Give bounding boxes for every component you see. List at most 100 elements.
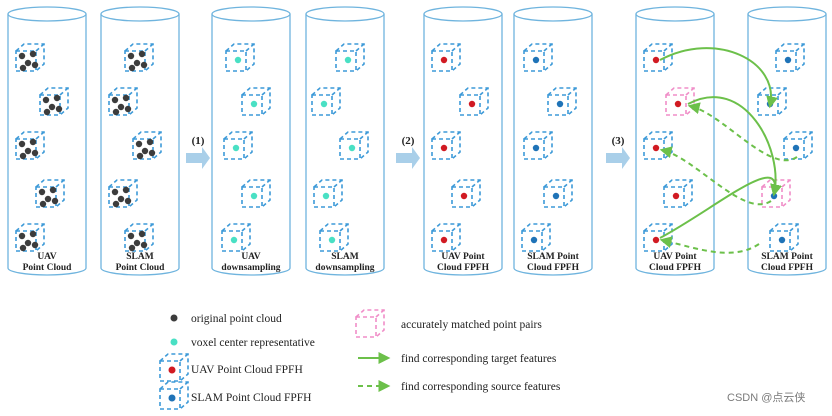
uav-point <box>652 144 660 152</box>
cylinder-body <box>747 14 827 276</box>
legend-target-features: find corresponding target features <box>358 352 557 365</box>
slam-point <box>532 144 540 152</box>
slam-point <box>784 56 792 64</box>
raw-point <box>39 200 47 208</box>
cylinder-label-line2: Point Cloud <box>23 263 73 273</box>
step-label: (1) <box>192 135 205 147</box>
cylinder-label-line1: UAV <box>241 252 260 262</box>
legend-matched-pairs: accurately matched point pairs <box>355 309 542 338</box>
raw-point <box>42 96 50 104</box>
cylinder-label-line1: SLAM <box>331 252 358 262</box>
uav-point <box>440 144 448 152</box>
raw-point <box>53 94 61 102</box>
uav-point-icon <box>168 366 176 374</box>
voxel-cube <box>124 43 154 72</box>
raw-point <box>117 195 125 203</box>
raw-point <box>127 52 135 60</box>
cylinder-label-line2: Cloud FPFH <box>527 263 580 273</box>
raw-point <box>31 241 39 249</box>
voxel-cube <box>665 87 695 116</box>
raw-point <box>112 108 120 116</box>
raw-point <box>133 59 141 67</box>
cylinder-body <box>211 14 291 276</box>
voxel-cube <box>643 131 673 160</box>
voxel-cube <box>335 43 365 72</box>
voxel-cube <box>241 179 271 208</box>
voxel-cube <box>663 179 693 208</box>
cylinder-label-line2: Cloud FPFH <box>437 263 490 273</box>
legend-voxel-label: voxel center representative <box>191 337 315 349</box>
legend-uav-label: UAV Point Cloud FPFH <box>191 364 303 376</box>
raw-point <box>140 241 148 249</box>
voxel-cube <box>431 43 461 72</box>
voxel-cube <box>459 87 489 116</box>
cylinder-label-line2: Cloud FPFH <box>761 263 814 273</box>
raw-point <box>146 138 154 146</box>
voxel-cube <box>35 179 65 208</box>
voxel-point <box>322 192 330 200</box>
raw-point <box>112 200 120 208</box>
step-arrow: (3) <box>606 135 630 169</box>
right-arrow-icon <box>606 147 630 169</box>
raw-point <box>18 140 26 148</box>
raw-point <box>44 195 52 203</box>
uav-point <box>652 56 660 64</box>
slam-point <box>556 100 564 108</box>
steps-layer: (1) (2) (3) <box>186 135 630 169</box>
legend-matched-label: accurately matched point pairs <box>401 319 542 331</box>
raw-point <box>128 244 136 252</box>
legend-source-label: find corresponding source features <box>401 381 561 393</box>
cylinder-body <box>513 14 593 276</box>
cylinder-label-line1: SLAM <box>126 252 153 262</box>
uav-point <box>674 100 682 108</box>
raw-point <box>19 244 27 252</box>
voxel-cube <box>15 131 45 160</box>
legend-slam-fpfh: SLAM Point Cloud FPFH <box>159 381 311 410</box>
raw-point <box>141 147 149 155</box>
uav-point <box>468 100 476 108</box>
cylinder-label-line1: UAV Point <box>653 252 697 262</box>
source-feature-arrow <box>659 146 772 206</box>
voxel-cube <box>124 223 154 252</box>
raw-point <box>19 152 27 160</box>
slam-point-icon <box>168 394 176 402</box>
legend-target-label: find corresponding target features <box>401 353 557 365</box>
voxel-point <box>344 56 352 64</box>
cylinder-label-line1: UAV Point <box>441 252 485 262</box>
cylinder-label-line2: Point Cloud <box>116 263 166 273</box>
match-arrows-layer <box>659 47 798 254</box>
voxel-cube <box>547 87 577 116</box>
step-arrow: (2) <box>396 135 420 169</box>
voxel-cube <box>643 223 673 252</box>
raw-point <box>43 108 51 116</box>
cylinder-label-line1: SLAM Point <box>527 252 579 262</box>
watermark: CSDN @点云侠 <box>727 391 805 404</box>
voxel-cube <box>523 131 553 160</box>
voxel-cube <box>775 43 805 72</box>
slam-point <box>792 144 800 152</box>
slam-point <box>778 236 786 244</box>
voxel-cube <box>523 43 553 72</box>
cylinder-body <box>7 14 87 276</box>
cylinder-label-line2: downsampling <box>315 263 374 273</box>
legend-source-features: find corresponding source features <box>358 380 561 393</box>
raw-point <box>128 64 136 72</box>
voxel-cube <box>108 87 138 116</box>
raw-point <box>29 138 37 146</box>
uav-point <box>652 236 660 244</box>
cylinder-body <box>635 14 715 276</box>
raw-point <box>31 61 39 69</box>
raw-point <box>19 64 27 72</box>
target-feature-arrow <box>659 176 782 239</box>
voxel-cube <box>313 179 343 208</box>
voxel-cube <box>769 223 799 252</box>
target-feature-arrow <box>659 47 778 109</box>
uav-point <box>440 236 448 244</box>
uav-point <box>672 192 680 200</box>
